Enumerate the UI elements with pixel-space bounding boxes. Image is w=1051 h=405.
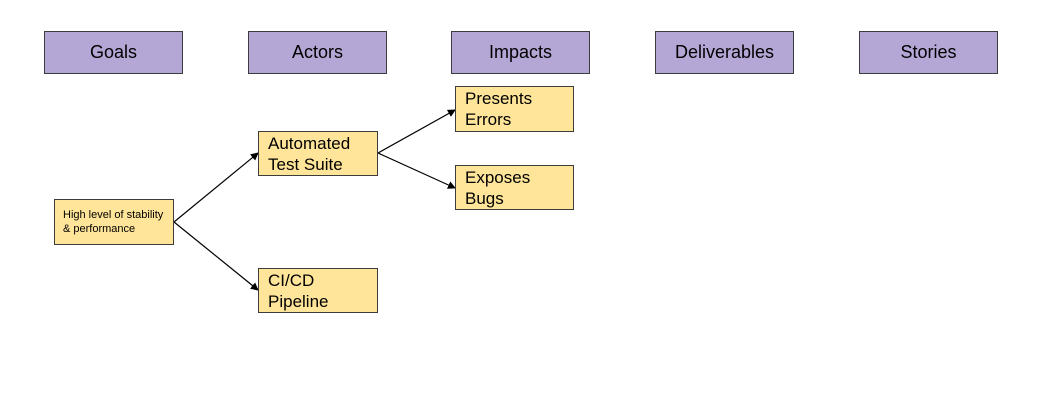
actor-node-pipeline: CI/CD Pipeline bbox=[258, 268, 378, 313]
impact-node-bugs: Exposes Bugs bbox=[455, 165, 574, 210]
arrow-goal-to-pipeline bbox=[173, 221, 259, 291]
column-header-deliverables: Deliverables bbox=[655, 31, 794, 74]
column-header-impacts: Impacts bbox=[451, 31, 590, 74]
impact-node-errors-label: Presents Errors bbox=[465, 89, 533, 129]
column-header-stories: Stories bbox=[859, 31, 998, 74]
goal-node-label: High level of stability & performance bbox=[63, 209, 164, 235]
column-header-goals: Goals bbox=[44, 31, 183, 74]
actor-node-pipeline-label: CI/CD Pipeline bbox=[268, 270, 329, 311]
goal-node: High level of stability & performance bbox=[54, 199, 174, 245]
impact-node-errors: Presents Errors bbox=[455, 86, 574, 132]
impact-node-bugs-label: Exposes Bugs bbox=[465, 167, 531, 208]
column-header-actors: Actors bbox=[248, 31, 387, 74]
arrow-goal-to-test-suite bbox=[173, 152, 259, 223]
arrow-test-suite-to-errors bbox=[377, 109, 456, 154]
actor-node-test-suite: Automated Test Suite bbox=[258, 131, 378, 176]
actor-node-test-suite-label: Automated Test Suite bbox=[268, 133, 351, 174]
arrow-test-suite-to-bugs bbox=[377, 152, 456, 189]
